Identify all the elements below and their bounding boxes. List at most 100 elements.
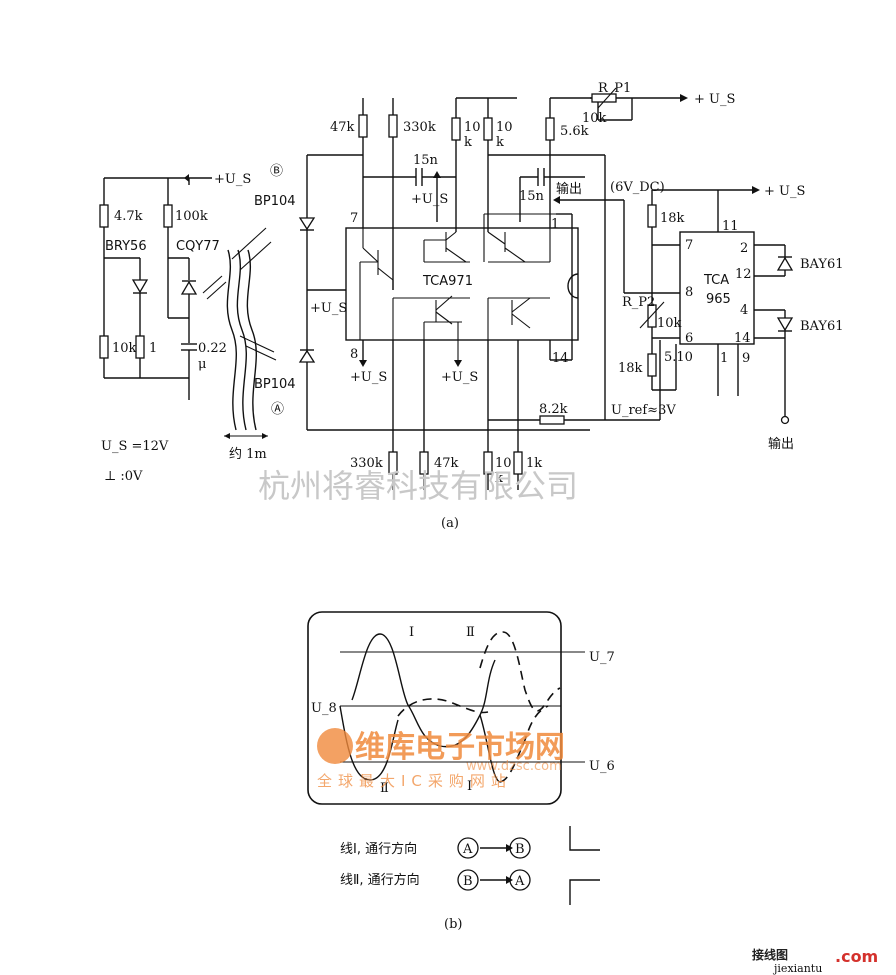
cap-label: 0.22: [198, 341, 227, 356]
pin8-label: 8: [350, 347, 358, 362]
photodiode-a-mark: Ⓐ: [271, 402, 284, 417]
bay61-top-label: BAY61: [800, 257, 844, 272]
curve2-label: Ⅱ: [466, 625, 475, 640]
oscilloscope-frame: [307, 611, 562, 805]
r-bottom-k: k: [495, 471, 503, 486]
rp2-value: 10k: [657, 316, 682, 331]
r-bottom-10: 10: [495, 456, 512, 471]
supply-us2: +U_S: [350, 370, 387, 385]
r-top-10b: 10: [496, 120, 513, 135]
bp104-top-icon: [298, 217, 316, 231]
r-top-47k: 47k: [330, 120, 355, 135]
resistor-330k-bottom: [388, 451, 398, 475]
waveform-figure: U_7 U_8 U_6 Ⅰ Ⅱ Ⅱ Ⅰ 维库电子市场网 www.dzsc.com…: [307, 611, 615, 805]
left-supply-label: +U_S: [214, 172, 251, 187]
left-transmitter-block: +U_S 4.7k BRY56 10k 1 100k CQY77 0.22 μ: [99, 172, 251, 400]
legend-2-from: B: [463, 874, 473, 889]
resistor-10k-a: [451, 117, 461, 141]
r-top-5k6: 5.6k: [560, 124, 589, 139]
resistor-18k-bottom: [647, 353, 657, 377]
photodiode-supply-label: +U_S: [310, 301, 347, 316]
tca965-line1: TCA: [703, 273, 729, 288]
watermark-company: 杭州将睿科技有限公司: [258, 467, 578, 505]
pin-14: 14: [734, 331, 751, 346]
r-top-10a: 10: [464, 120, 481, 135]
curve2-bottom-label: Ⅱ: [380, 781, 389, 796]
rp1-value: 10k: [582, 111, 607, 126]
pin-2: 2: [740, 241, 748, 256]
bry56-diode-icon: [131, 279, 149, 294]
legend-1-from: A: [462, 842, 473, 857]
r18k-top-label: 18k: [660, 211, 685, 226]
r2-label: 100k: [175, 209, 208, 224]
tca965-block: R_P1 + U_S 10k (6V_DC) + U_S 18k R_P2 10…: [582, 81, 844, 452]
potentiometer-rp2: [647, 304, 657, 328]
ground-note: ⊥ :0V: [104, 469, 143, 484]
r-bottom-330k: 330k: [350, 456, 383, 471]
curve1-bottom-label: Ⅰ: [467, 779, 472, 794]
pin-8: 8: [685, 285, 693, 300]
direction-legend: 线Ⅰ, 通行方向 A B 线Ⅱ, 通行方向 B A: [340, 826, 600, 905]
resistor-8k2: [539, 415, 565, 425]
output-terminal: [780, 415, 790, 425]
corner-watermark-1: 接线图: [752, 947, 788, 962]
rp1-supply: + U_S: [694, 92, 735, 107]
r-top-kb: k: [496, 135, 504, 150]
pin-6: 6: [685, 331, 693, 346]
watermark-logo3: www.dzsc.com: [466, 759, 562, 774]
legend-1-to: B: [515, 842, 525, 857]
caption-b: (b): [444, 917, 462, 932]
resistor-4k7: [99, 204, 109, 228]
resistor-47k-top: [358, 114, 368, 138]
pin-5-10: 5.10: [664, 350, 693, 365]
supply-note: U_S =12V: [101, 439, 169, 454]
photodiodes: Ⓑ BP104 +U_S BP104 Ⓐ: [254, 155, 590, 431]
pin-1: 1: [720, 351, 728, 366]
pin-12: 12: [735, 267, 752, 282]
output-label-center: 输出: [556, 181, 582, 197]
corner-watermark-2: .com: [835, 947, 878, 966]
r-bottom-1k: 1k: [526, 456, 542, 471]
bay61-bottom-icon: [776, 317, 794, 332]
cap2-label: 15n: [519, 189, 545, 204]
light-path: 约 1m: [224, 227, 277, 462]
resistor-1k-bottom: [513, 451, 523, 475]
legend-2-to: A: [514, 874, 525, 889]
resistor-5k6: [545, 117, 555, 141]
rp1-label: R_P1: [598, 81, 631, 96]
uref-label: U_ref≈3V: [611, 403, 676, 418]
bay61-bottom-label: BAY61: [800, 319, 844, 334]
pin-11: 11: [722, 219, 739, 234]
photodiode-bottom-label: BP104: [254, 377, 296, 392]
photodiode-b-mark: Ⓑ: [270, 164, 283, 179]
pin7-label: 7: [350, 211, 358, 226]
bry56-label: BRY56: [105, 239, 147, 254]
tca971-block: 47k 330k 10 k 10 k 5.6k 15n +U_S: [307, 97, 680, 490]
resistor-10k-bottom: [483, 451, 493, 475]
distance-label: 约 1m: [229, 447, 267, 462]
curve1-label: Ⅰ: [409, 625, 414, 640]
r18k-bottom-label: 18k: [618, 361, 643, 376]
caption-a: (a): [441, 516, 459, 531]
resistor-47k-bottom: [419, 451, 429, 475]
legend-1-text: 线Ⅰ, 通行方向: [340, 841, 417, 857]
pin-4: 4: [740, 303, 748, 318]
dzsc-logo-icon: [317, 728, 353, 764]
cqy77-led-icon: [180, 280, 198, 295]
resistor-1: [135, 335, 145, 359]
u7-label: U_7: [589, 650, 615, 665]
cap-unit-label: μ: [198, 357, 206, 372]
watermark-logo1: 维库电子市场网: [355, 730, 565, 765]
resistor-18k-top: [647, 204, 657, 228]
bp104-bottom-icon: [298, 349, 316, 363]
right-supply: + U_S: [764, 184, 805, 199]
resistor-10k-b: [483, 117, 493, 141]
watermark-logo2: 全球最大IC采购网站: [317, 772, 512, 790]
r-feedback-label: 8.2k: [539, 402, 568, 417]
photodiode-top-label: BP104: [254, 194, 296, 209]
r-top-ka: k: [464, 135, 472, 150]
corner-watermark-3: jiexiantu: [772, 962, 822, 975]
pin-9: 9: [742, 351, 750, 366]
resistor-100k: [163, 204, 173, 228]
